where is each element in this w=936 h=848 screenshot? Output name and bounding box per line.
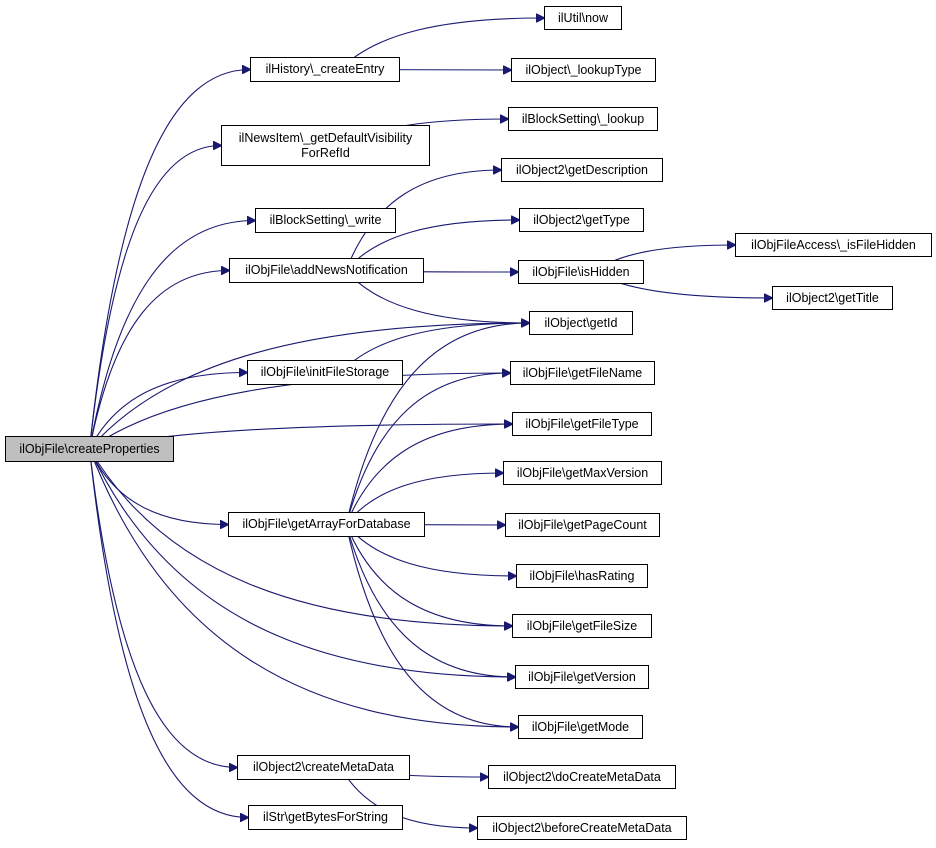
edge-root-to-getid: [89, 323, 530, 450]
node-root[interactable]: ilObjFile\createProperties: [5, 436, 174, 462]
node-label: ilObject2\beforeCreateMetaData: [492, 820, 672, 835]
edge-root-to-mode: [88, 448, 519, 727]
node-label: ilObjFile\initFileStorage: [260, 365, 390, 379]
node-addnews[interactable]: ilObjFile\addNewsNotification: [229, 258, 424, 283]
node-now[interactable]: ilUtil\now: [544, 6, 622, 30]
edge-root-to-fsize: [89, 448, 513, 626]
node-ishidden[interactable]: ilObjFile\isHidden: [518, 260, 644, 284]
edge-root-to-bswrite: [88, 221, 256, 450]
edge-getarr-to-fsize: [345, 524, 512, 627]
node-label: ilObject2\getDescription: [515, 162, 648, 177]
node-label: ilObjFile\getFileType: [525, 416, 639, 431]
edge-getarr-to-version: [345, 524, 515, 678]
node-ftype[interactable]: ilObjFile\getFileType: [512, 412, 652, 436]
node-getid[interactable]: ilObject\getId: [529, 311, 633, 335]
edge-root-to-bytes: [88, 448, 249, 818]
node-bslookup[interactable]: ilBlockSetting\_lookup: [508, 107, 658, 131]
node-label: ilObjFileAccess\_isFileHidden: [751, 237, 916, 252]
node-label: ilObjFile\getArrayForDatabase: [242, 517, 411, 531]
node-label: ilNewsItem\_getDefaultVisibility: [238, 130, 413, 145]
edge-root-to-news: [88, 146, 222, 450]
node-label: ForRefId: [301, 145, 350, 160]
node-mode[interactable]: ilObjFile\getMode: [518, 715, 643, 739]
node-label: ilObject2\doCreateMetaData: [503, 769, 661, 784]
edge-root-to-hist: [88, 70, 251, 450]
node-label: ilObjFile\hasRating: [529, 568, 635, 583]
node-label: ilObject\_lookupType: [525, 62, 642, 77]
node-createmeta[interactable]: ilObject2\createMetaData: [237, 755, 410, 780]
node-fahidden[interactable]: ilObjFileAccess\_isFileHidden: [735, 233, 932, 257]
edge-addnews-to-getid: [345, 270, 529, 324]
edge-getarr-to-getid: [345, 323, 529, 525]
edge-root-to-version: [89, 448, 516, 677]
node-label: ilObjFile\getMaxVersion: [516, 465, 649, 480]
node-version[interactable]: ilObjFile\getVersion: [515, 665, 649, 689]
edge-addnews-to-getdesc: [345, 170, 501, 271]
node-hist[interactable]: ilHistory\_createEntry: [250, 57, 400, 82]
node-label: ilObjFile\getFileName: [522, 365, 643, 380]
edge-root-to-fname: [89, 373, 511, 450]
node-label: ilObjFile\getVersion: [528, 669, 636, 684]
node-lookuptype[interactable]: ilObject\_lookupType: [511, 58, 656, 82]
node-label: ilObjFile\createProperties: [19, 441, 160, 456]
node-getdesc[interactable]: ilObject2\getDescription: [501, 158, 663, 182]
node-maxver[interactable]: ilObjFile\getMaxVersion: [503, 461, 662, 485]
edge-root-to-createmeta: [88, 448, 238, 768]
node-label: ilObjFile\addNewsNotification: [245, 263, 408, 277]
node-before[interactable]: ilObject2\beforeCreateMetaData: [477, 816, 687, 840]
node-label: ilBlockSetting\_write: [269, 213, 382, 227]
edge-root-to-initfs: [89, 373, 248, 450]
node-label: ilObject\getId: [544, 315, 618, 330]
node-getarr[interactable]: ilObjFile\getArrayForDatabase: [228, 512, 425, 537]
node-title[interactable]: ilObject2\getTitle: [772, 286, 893, 310]
node-label: ilUtil\now: [557, 10, 608, 25]
node-label: ilObject2\getType: [533, 212, 630, 227]
node-fsize[interactable]: ilObjFile\getFileSize: [512, 614, 652, 638]
node-initfs[interactable]: ilObjFile\initFileStorage: [247, 360, 403, 385]
node-rating[interactable]: ilObjFile\hasRating: [516, 564, 648, 588]
node-label: ilObjFile\getFileSize: [526, 618, 638, 633]
node-label: ilObjFile\getPageCount: [518, 517, 647, 532]
node-label: ilHistory\_createEntry: [265, 62, 385, 76]
node-bytes[interactable]: ilStr\getBytesForString: [248, 805, 403, 830]
node-fname[interactable]: ilObjFile\getFileName: [510, 361, 655, 385]
edge-root-to-getarr: [89, 448, 229, 525]
node-pagecount[interactable]: ilObjFile\getPageCount: [505, 513, 660, 537]
node-label: ilObject2\getTitle: [786, 290, 879, 305]
edge-root-to-addnews: [88, 271, 230, 450]
edge-getarr-to-ftype: [345, 424, 512, 525]
node-label: ilObject2\createMetaData: [252, 760, 395, 774]
node-bswrite[interactable]: ilBlockSetting\_write: [255, 208, 396, 233]
edge-getarr-to-fname: [345, 373, 510, 525]
node-label: ilObjFile\getMode: [531, 719, 630, 734]
node-label: ilStr\getBytesForString: [262, 810, 389, 824]
node-label: ilBlockSetting\_lookup: [521, 111, 645, 126]
node-gettype[interactable]: ilObject2\getType: [519, 208, 644, 232]
node-docreate[interactable]: ilObject2\doCreateMetaData: [488, 765, 676, 789]
node-label: ilObjFile\isHidden: [532, 264, 630, 279]
edge-getarr-to-mode: [345, 524, 518, 728]
